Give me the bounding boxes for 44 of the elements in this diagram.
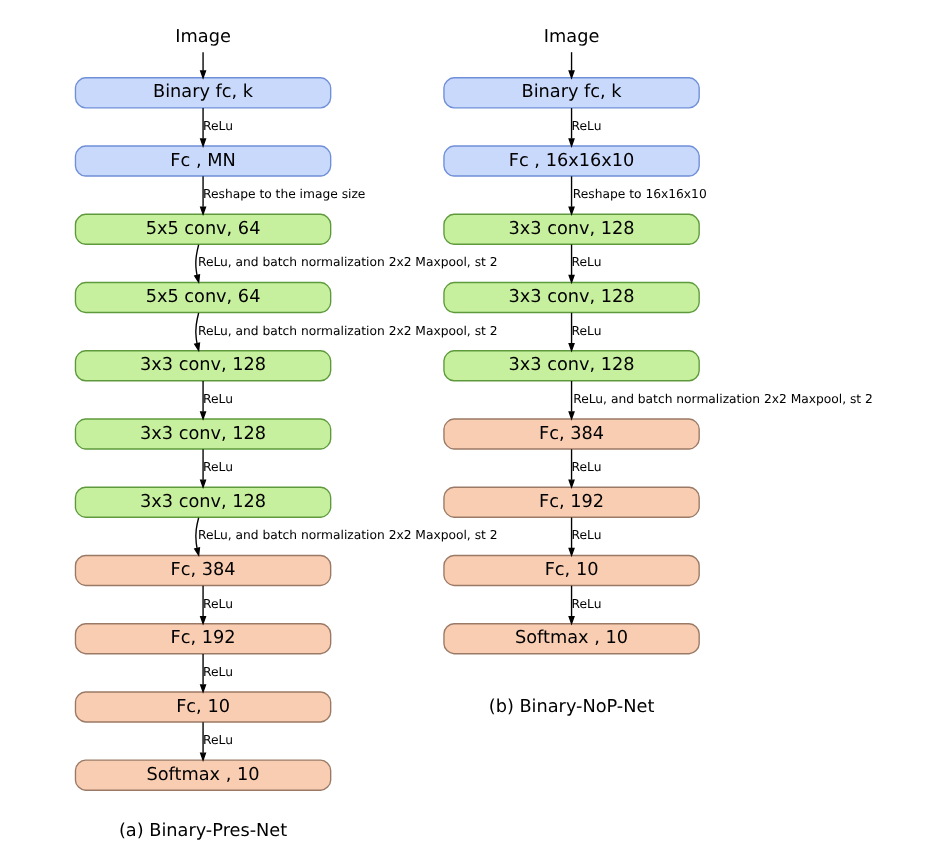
node-box: Binary fc, k bbox=[73, 77, 331, 109]
arrow bbox=[198, 721, 206, 763]
arrow bbox=[198, 51, 206, 80]
node-box: 3x3 conv, 128 bbox=[73, 486, 331, 518]
node-box: Binary fc, k bbox=[442, 77, 699, 109]
arrow bbox=[198, 175, 206, 217]
node-text: Image bbox=[542, 27, 599, 48]
arrow bbox=[198, 653, 206, 694]
node-box: Fc, 384 bbox=[73, 554, 331, 587]
node-box: 3x3 conv, 128 bbox=[442, 281, 699, 314]
node-box: 3x3 conv, 128 bbox=[73, 350, 331, 382]
node-box: 5x5 conv, 64 bbox=[73, 213, 331, 245]
arrow bbox=[198, 448, 206, 490]
arrow bbox=[567, 380, 574, 421]
arrow bbox=[567, 107, 574, 148]
node-box: Fc, 192 bbox=[73, 623, 331, 655]
arrow bbox=[567, 312, 574, 353]
arrow bbox=[198, 107, 206, 148]
node-box: Fc , 16x16x10 bbox=[442, 145, 699, 177]
arrow bbox=[567, 243, 574, 285]
node-box: Fc, 10 bbox=[73, 691, 331, 723]
arrow bbox=[567, 585, 574, 626]
node-box: 3x3 conv, 128 bbox=[442, 213, 699, 245]
node-box: 3x3 conv, 128 bbox=[442, 350, 699, 382]
node-box: 5x5 conv, 64 bbox=[73, 281, 331, 314]
arrow bbox=[192, 312, 200, 353]
node-box: Fc , MN bbox=[73, 145, 331, 177]
arrow bbox=[567, 448, 574, 490]
node-box: Fc, 384 bbox=[442, 418, 699, 450]
arrow bbox=[198, 585, 206, 626]
label: (a) Binary-Pres-Net bbox=[117, 821, 287, 842]
node-box: 3x3 conv, 128 bbox=[73, 418, 331, 450]
label: (b) Binary-NoP-Net bbox=[487, 697, 654, 718]
node-box: Softmax , 10 bbox=[73, 759, 331, 791]
arrow bbox=[192, 244, 200, 285]
node-text: Image bbox=[174, 27, 230, 48]
node-box: Fc, 192 bbox=[442, 486, 699, 518]
arrow bbox=[567, 51, 574, 80]
node-box: Fc, 10 bbox=[442, 554, 699, 587]
arrow bbox=[567, 516, 574, 558]
arrow bbox=[198, 380, 206, 421]
node-box: Softmax , 10 bbox=[442, 623, 699, 655]
arrow bbox=[192, 517, 200, 557]
arrow bbox=[567, 175, 574, 217]
